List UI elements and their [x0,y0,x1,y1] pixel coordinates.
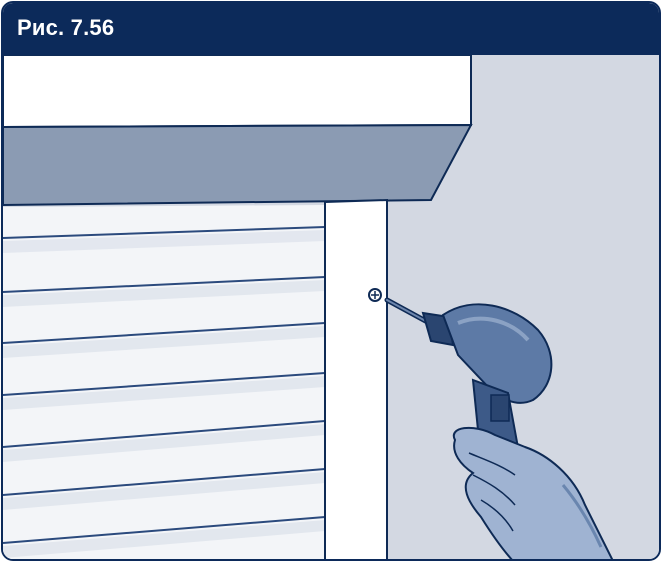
illustration [3,55,659,561]
figure-title: Рис. 7.56 [17,15,114,41]
screw-icon [369,289,381,301]
roller-box-underside [3,125,471,205]
roller-box-front [3,55,471,127]
roller-shutter [3,205,325,561]
figure-header: Рис. 7.56 [3,3,659,55]
guide-rail [325,200,387,561]
